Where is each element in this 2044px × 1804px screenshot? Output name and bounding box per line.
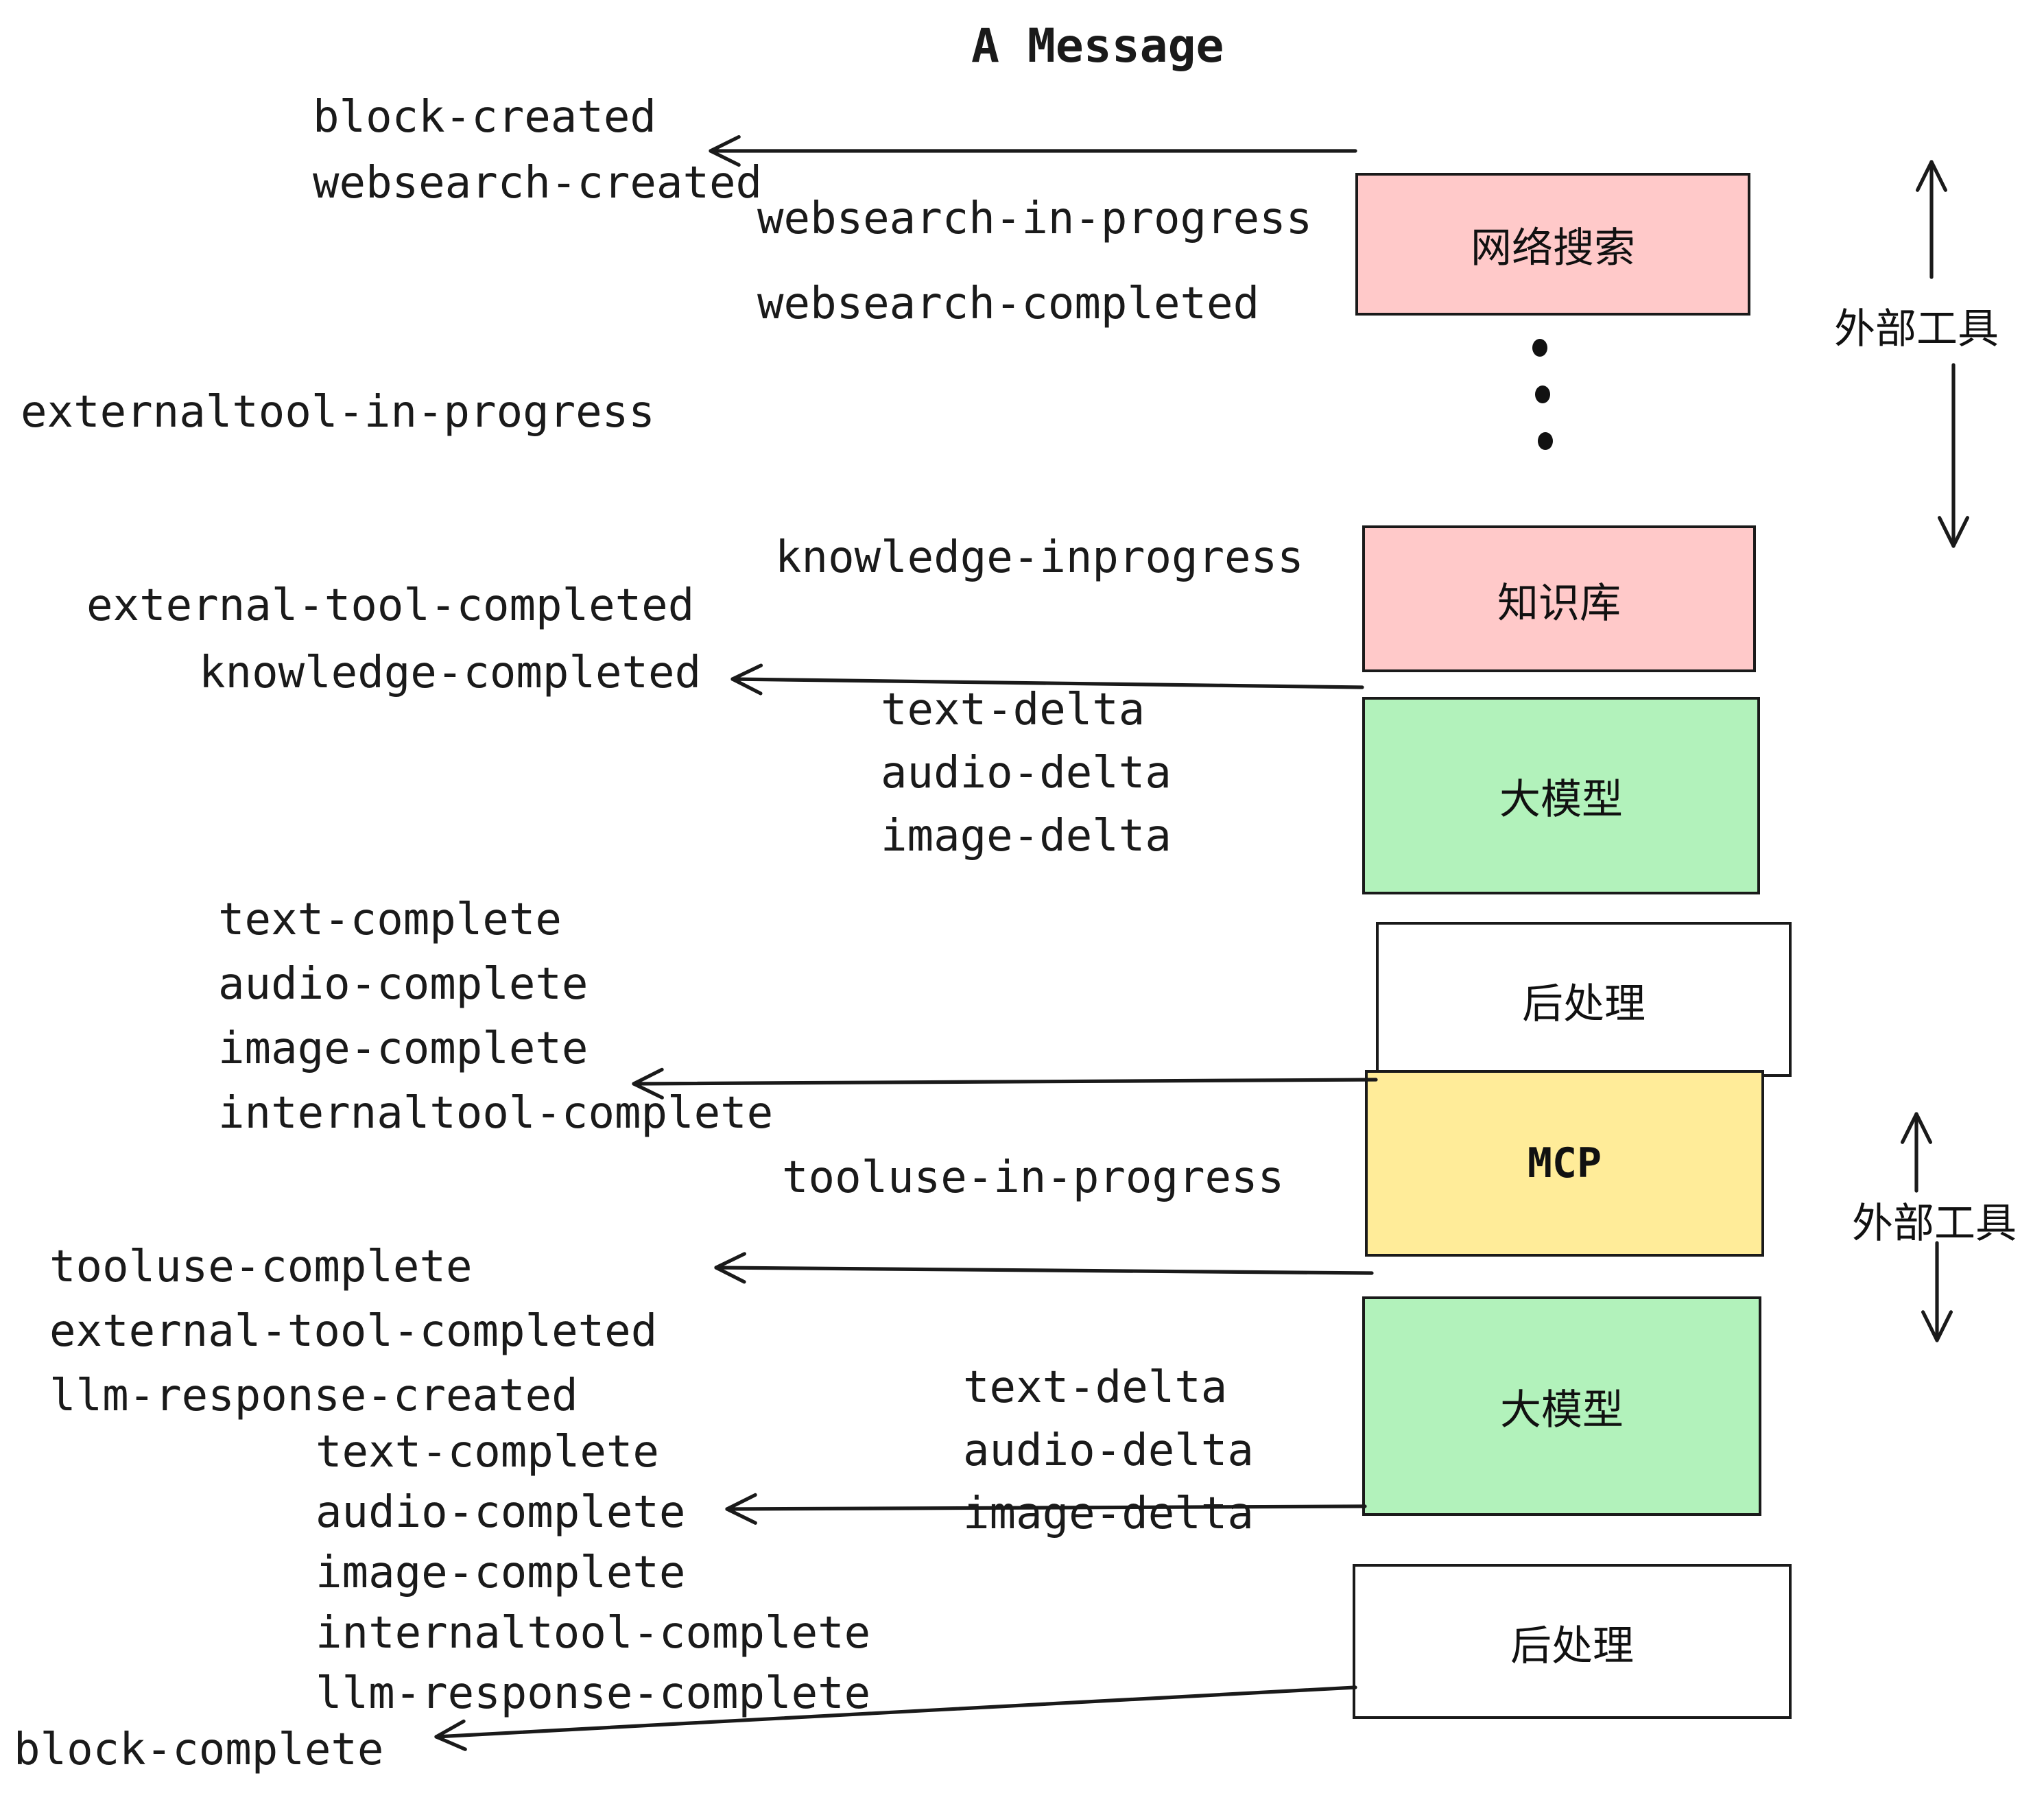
arrow-external-tools-down-1: [1937, 363, 1970, 548]
ellipsis-dot: [1535, 385, 1550, 403]
event-label-audio-complete-2: audio-complete: [316, 1486, 686, 1538]
box-websearch-label: 网络搜索: [1471, 225, 1635, 273]
event-label-block-complete: block-complete: [14, 1723, 384, 1775]
event-label-external-tool-completed: external-tool-completed: [86, 579, 695, 631]
box-llm-2-label: 大模型: [1500, 1387, 1624, 1435]
event-label-image-delta-2: image-delta: [963, 1487, 1254, 1539]
ellipsis-dot: [1532, 339, 1547, 357]
event-label-internaltool-complete-1: internaltool-complete: [218, 1087, 774, 1139]
event-label-websearch-created: websearch-created: [313, 156, 763, 209]
annotation-external-tools-mid: 外部工具: [1852, 1200, 2017, 1248]
event-label-audio-delta-2: audio-delta: [963, 1424, 1254, 1476]
box-postprocess-1: 后处理: [1376, 922, 1792, 1077]
event-label-text-complete-2: text-complete: [316, 1425, 659, 1477]
event-label-audio-delta-1: audio-delta: [881, 746, 1172, 798]
box-postprocess-2-label: 后处理: [1510, 1622, 1634, 1670]
box-llm-1-label: 大模型: [1499, 776, 1623, 824]
box-llm-2: 大模型: [1362, 1296, 1761, 1516]
event-label-knowledge-completed: knowledge-completed: [199, 646, 702, 698]
event-label-llm-response-created: llm-response-created: [49, 1369, 578, 1421]
box-postprocess-2: 后处理: [1353, 1564, 1792, 1719]
event-label-knowledge-inprogress: knowledge-inprogress: [775, 531, 1304, 583]
box-mcp: MCP: [1365, 1070, 1764, 1257]
event-label-internaltool-complete-2: internaltool-complete: [316, 1606, 871, 1659]
event-label-text-delta-1: text-delta: [881, 683, 1145, 735]
diagram-title: A Message: [971, 19, 1224, 74]
arrow-external-tools-up-2: [1900, 1112, 1933, 1193]
event-label-llm-response-complete: llm-response-complete: [316, 1667, 871, 1719]
box-mcp-label: MCP: [1527, 1139, 1602, 1187]
arrow-external-tools-up-1: [1915, 160, 1948, 279]
box-llm-1: 大模型: [1362, 697, 1760, 894]
event-label-websearch-in-progress: websearch-in-progress: [757, 192, 1313, 244]
event-label-tooluse-in-progress: tooluse-in-progress: [782, 1151, 1285, 1203]
box-knowledge: 知识库: [1362, 525, 1756, 672]
ellipsis-dot: [1538, 432, 1553, 450]
event-label-externaltool-in-progress: externaltool-in-progress: [21, 385, 655, 438]
event-label-text-delta-2: text-delta: [963, 1361, 1228, 1413]
vertical-ellipsis-dots: [1532, 339, 1553, 450]
box-postprocess-1-label: 后处理: [1522, 980, 1645, 1028]
box-websearch: 网络搜索: [1355, 173, 1750, 316]
event-label-text-complete-1: text-complete: [218, 893, 562, 945]
event-label-image-complete-1: image-complete: [218, 1022, 589, 1074]
event-label-external-tool-completed-2: external-tool-completed: [49, 1305, 658, 1357]
event-label-block-created: block-created: [313, 91, 656, 143]
event-label-audio-complete-1: audio-complete: [218, 958, 589, 1010]
arrow-websearch-return: [709, 134, 1357, 167]
arrow-external-tools-down-2: [1921, 1241, 1953, 1342]
event-label-image-complete-2: image-complete: [316, 1546, 686, 1598]
event-label-image-delta-1: image-delta: [881, 809, 1172, 862]
arrow-mcp-return: [714, 1252, 1374, 1284]
annotation-external-tools-top: 外部工具: [1834, 306, 1999, 354]
event-label-websearch-completed: websearch-completed: [757, 277, 1260, 329]
box-knowledge-label: 知识库: [1497, 580, 1621, 628]
event-label-tooluse-complete: tooluse-complete: [49, 1240, 473, 1292]
